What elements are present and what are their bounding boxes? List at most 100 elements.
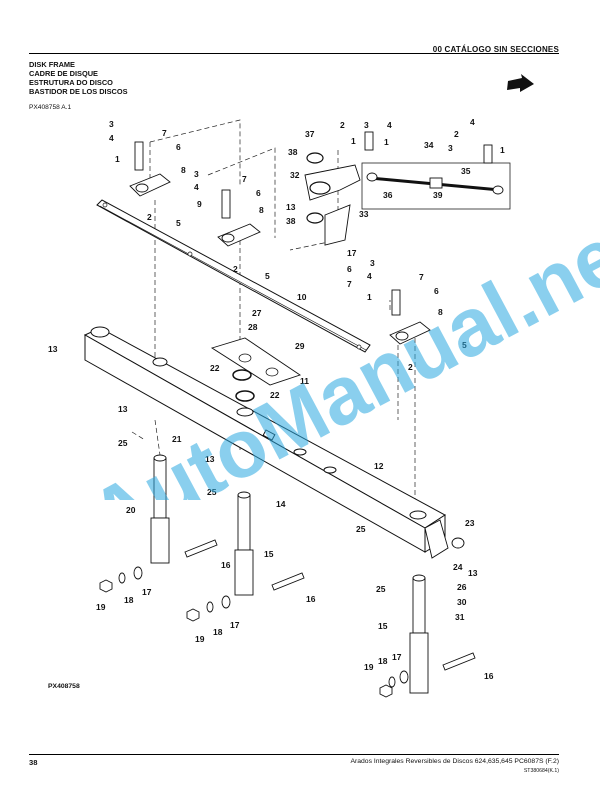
callout-13c: 13	[118, 404, 128, 414]
callout-3c: 3	[364, 120, 369, 130]
callout-3b: 3	[194, 169, 199, 179]
callout-36: 36	[383, 190, 393, 200]
fasteners	[99, 566, 409, 698]
callout-1d: 1	[500, 145, 505, 155]
callout-27: 27	[252, 308, 262, 318]
callout-5: 5	[176, 218, 181, 228]
title-fr: CADRE DE DISQUE	[29, 69, 98, 78]
callout-25c: 25	[356, 524, 366, 534]
callout-35: 35	[461, 166, 471, 176]
callout-3: 3	[109, 119, 114, 129]
footer-code: ST380684(K.1)	[523, 768, 559, 774]
callout-38: 38	[288, 147, 298, 157]
callout-25: 25	[118, 438, 128, 448]
callout-23: 23	[465, 518, 475, 528]
callout-26: 26	[457, 582, 467, 592]
callout-13b: 13	[48, 344, 58, 354]
callout-21: 21	[172, 434, 182, 444]
callout-12: 12	[374, 461, 384, 471]
callout-30: 30	[457, 597, 467, 607]
callout-2b: 2	[233, 264, 238, 274]
callout-18c: 18	[378, 656, 388, 666]
plate-33	[324, 204, 351, 246]
title-en: DISK FRAME	[29, 60, 75, 69]
direction-arrow-icon	[507, 74, 534, 92]
callout-13d: 13	[205, 454, 215, 464]
footer-rule	[29, 754, 559, 755]
callout-4b: 4	[194, 182, 199, 192]
figure-id: PX408758	[48, 683, 80, 690]
callout-8: 8	[181, 165, 186, 175]
callout-4: 4	[109, 133, 114, 143]
callout-19b: 19	[195, 634, 205, 644]
section-title: 00 CATÁLOGO SIN SECCIONES	[432, 45, 559, 54]
callout-4e: 4	[367, 271, 372, 281]
callout-39: 39	[433, 190, 443, 200]
callout-22: 22	[210, 363, 220, 373]
detail-box	[361, 162, 511, 210]
callout-29: 29	[295, 341, 305, 351]
callout-9: 9	[197, 199, 202, 209]
callout-17c: 17	[230, 620, 240, 630]
page-number: 38	[29, 758, 38, 767]
callout-18b: 18	[213, 627, 223, 637]
callout-8b: 8	[259, 205, 264, 215]
upper-bar	[96, 199, 371, 353]
callout-5c: 5	[462, 340, 467, 350]
callout-16: 16	[221, 560, 231, 570]
callout-19c: 19	[364, 662, 374, 672]
callout-17: 17	[347, 248, 357, 258]
callout-37: 37	[305, 129, 315, 139]
callout-20: 20	[126, 505, 136, 515]
plate-11	[210, 337, 302, 386]
disc-shafts	[150, 454, 429, 694]
callout-17b: 17	[142, 587, 152, 597]
callout-2c: 2	[340, 120, 345, 130]
callout-17d: 17	[392, 652, 402, 662]
callout-3e: 3	[370, 258, 375, 268]
title-pt: ESTRUTURA DO DISCO	[29, 78, 113, 87]
callout-1e: 1	[367, 292, 372, 302]
callout-4c: 4	[387, 120, 392, 130]
callout-13: 13	[286, 202, 296, 212]
figure-reference: PX408758 A.1	[29, 104, 72, 111]
callout-7d: 7	[419, 272, 424, 282]
callout-14: 14	[276, 499, 286, 509]
callout-6d: 6	[434, 286, 439, 296]
callout-34: 34	[424, 140, 434, 150]
callout-7c: 7	[347, 279, 352, 289]
callout-2d: 2	[454, 129, 459, 139]
callout-15: 15	[264, 549, 274, 559]
bolts-16	[184, 539, 476, 671]
callout-2: 2	[147, 212, 152, 222]
callout-18: 18	[124, 595, 134, 605]
plate-32	[304, 164, 361, 201]
linkage-arms	[129, 131, 493, 345]
callouts: 3 4 1 7 6 8 2 5 3 4 7 6 9 8 2 5 37 2 1 3…	[48, 117, 505, 681]
callout-10: 10	[297, 292, 307, 302]
callout-25d: 25	[376, 584, 386, 594]
footer-title: Arados Integrales Reversibles de Discos …	[350, 758, 559, 765]
callout-32: 32	[290, 170, 300, 180]
callout-15b: 15	[378, 621, 388, 631]
callout-11: 11	[300, 376, 309, 386]
callout-5b: 5	[265, 271, 270, 281]
callout-6c: 6	[347, 264, 352, 274]
callout-38b: 38	[286, 216, 296, 226]
title-block: DISK FRAME CADRE DE DISQUE ESTRUTURA DO …	[29, 60, 128, 96]
callout-7: 7	[162, 128, 167, 138]
callout-33: 33	[359, 209, 369, 219]
callout-31: 31	[455, 612, 465, 622]
callout-19: 19	[96, 602, 106, 612]
callout-1c: 1	[384, 137, 389, 147]
callout-8c: 8	[438, 307, 443, 317]
callout-24: 24	[453, 562, 463, 572]
callout-3d: 3	[448, 143, 453, 153]
callout-25b: 25	[207, 487, 217, 497]
callout-13e: 13	[468, 568, 478, 578]
callout-6: 6	[176, 142, 181, 152]
callout-6b: 6	[256, 188, 261, 198]
header-rule	[29, 53, 559, 54]
callout-7b: 7	[242, 174, 247, 184]
